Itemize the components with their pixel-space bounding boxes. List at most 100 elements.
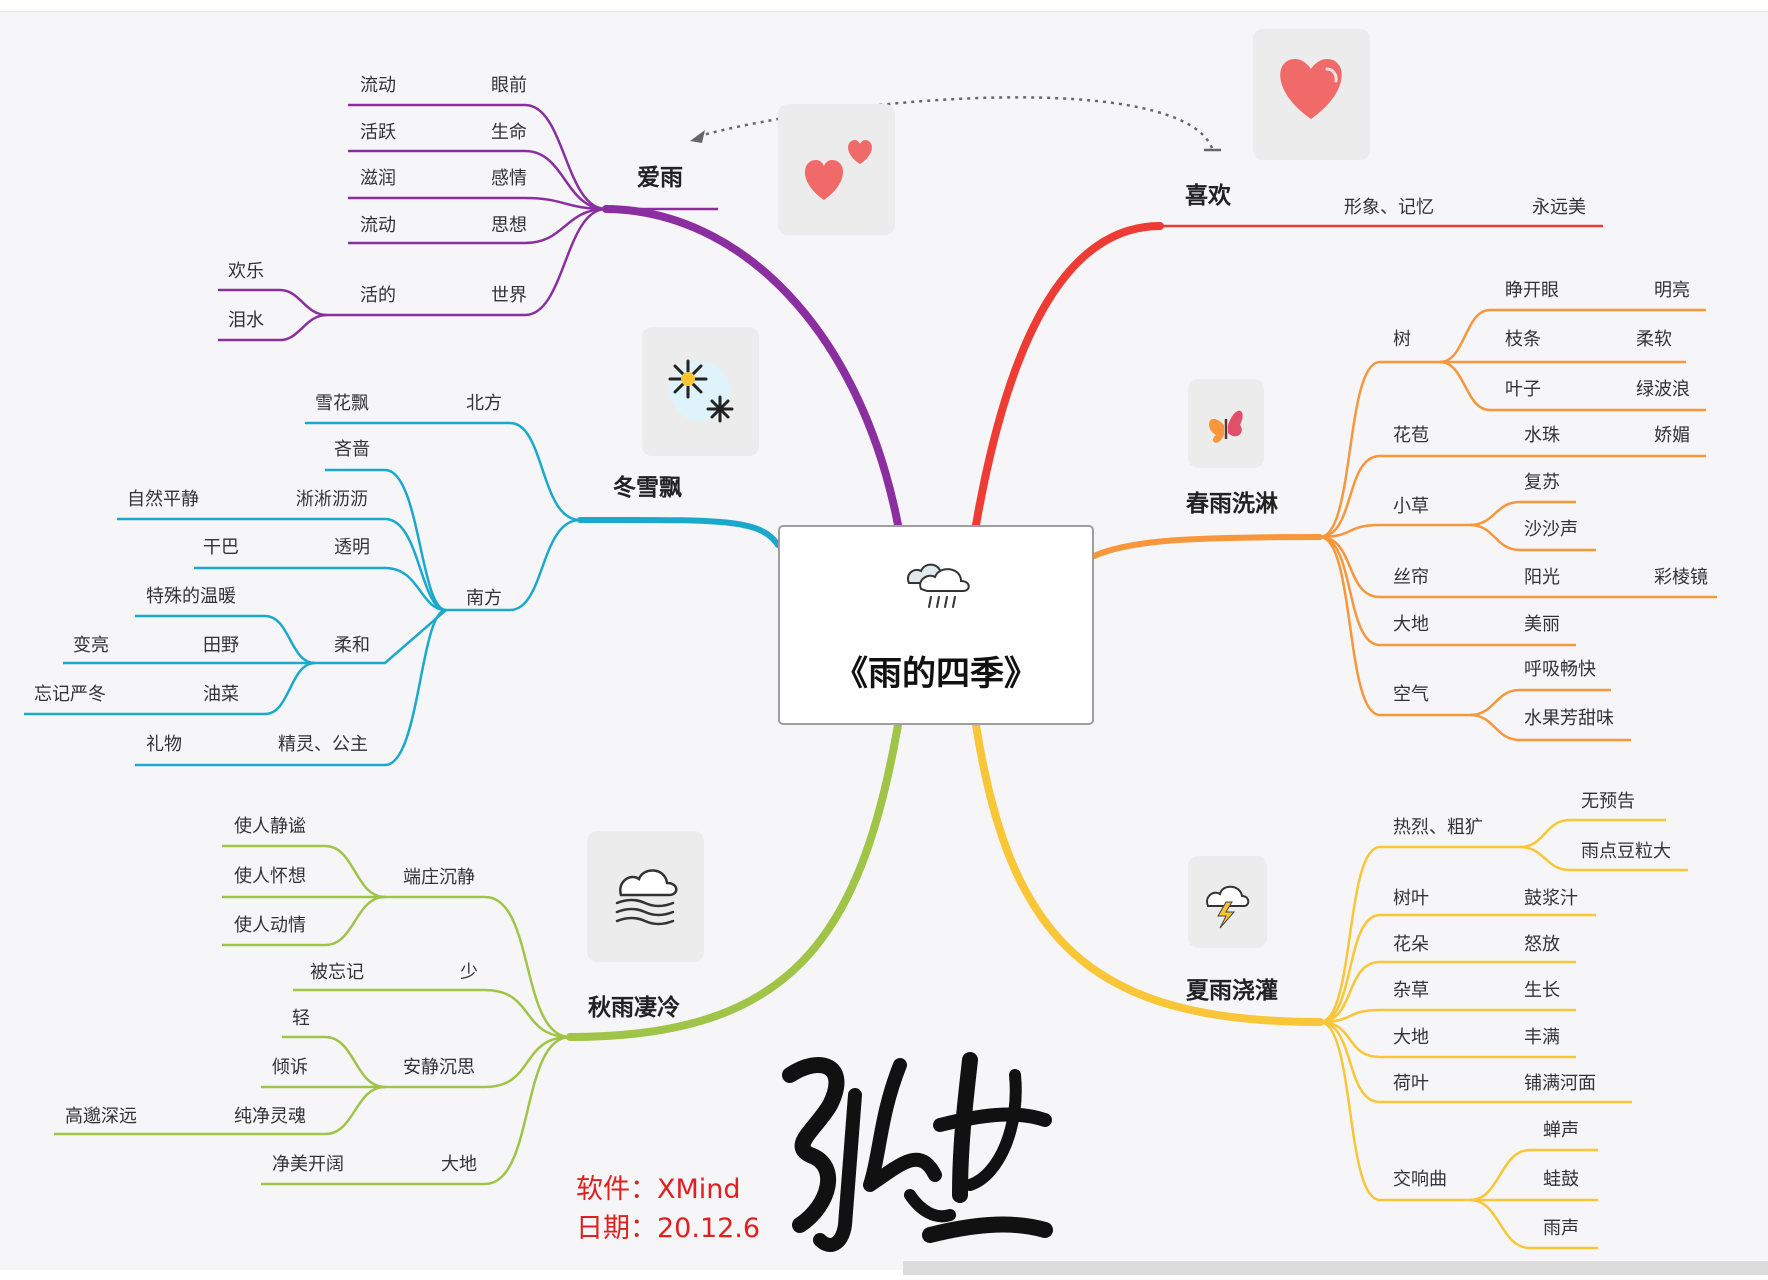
topic-love-r3a[interactable]: 滋润 <box>360 168 396 189</box>
topic-love-r5a[interactable]: 活的 <box>360 285 396 306</box>
topic-summer-e7c3[interactable]: 雨声 <box>1543 1218 1579 1239</box>
topic-like-r1a[interactable]: 形象、记忆 <box>1344 197 1434 218</box>
topic-autumn-d1[interactable]: 端庄沉静 <box>403 867 475 888</box>
topic-winter-s4c3b[interactable]: 忘记严冬 <box>34 684 106 705</box>
topic-winter-s1[interactable]: 吝啬 <box>334 439 370 460</box>
topic-autumn-d3c3b[interactable]: 高邈深远 <box>65 1106 137 1127</box>
topic-love-r3b[interactable]: 感情 <box>491 168 527 189</box>
topic-spring-tree-c1b[interactable]: 明亮 <box>1654 280 1690 301</box>
topic-spring-tree[interactable]: 树 <box>1393 329 1411 350</box>
topic-love-r2a[interactable]: 活跃 <box>360 122 396 143</box>
topic-spring-air-c2[interactable]: 水果芳甜味 <box>1524 708 1614 729</box>
love-rain-icon-card[interactable] <box>778 104 895 235</box>
topic-spring-bud[interactable]: 花苞 <box>1393 425 1429 446</box>
horizontal-scrollbar[interactable] <box>903 1261 1768 1275</box>
topic-summer-e4a[interactable]: 生长 <box>1524 980 1560 1001</box>
topic-summer-e7c2[interactable]: 蛙鼓 <box>1543 1169 1579 1190</box>
topic-winter-s2a[interactable]: 淅淅沥沥 <box>296 489 368 510</box>
topic-winter-s4c3a[interactable]: 油菜 <box>203 684 239 705</box>
topic-autumn-d2[interactable]: 少 <box>460 962 478 983</box>
topic-spring-curtain[interactable]: 丝帘 <box>1393 567 1429 588</box>
topic-love-r1a[interactable]: 流动 <box>360 75 396 96</box>
topic-winter-s5b[interactable]: 礼物 <box>146 734 182 755</box>
topic-summer-e4[interactable]: 杂草 <box>1393 980 1429 1001</box>
topic-spring-air[interactable]: 空气 <box>1393 684 1429 705</box>
topic-spring-curtain-a[interactable]: 阳光 <box>1524 567 1560 588</box>
topic-love-r4b[interactable]: 思想 <box>491 215 527 236</box>
topic-spring-tree-c2a[interactable]: 枝条 <box>1505 329 1541 350</box>
topic-love-r1b[interactable]: 眼前 <box>491 75 527 96</box>
topic-winter-south[interactable]: 南方 <box>466 588 502 609</box>
topic-summer-e6a[interactable]: 铺满河面 <box>1524 1073 1596 1094</box>
topic-autumn-d4[interactable]: 大地 <box>441 1154 477 1175</box>
topic-spring-tree-c3a[interactable]: 叶子 <box>1505 379 1541 400</box>
topic-autumn-d2a[interactable]: 被忘记 <box>310 962 364 983</box>
topic-summer-e1[interactable]: 热烈、粗犷 <box>1393 817 1483 838</box>
topic-summer-e2a[interactable]: 鼓浆汁 <box>1524 888 1578 909</box>
spring-lines <box>1319 308 1717 742</box>
topic-winter-s4a[interactable]: 柔和 <box>334 635 370 656</box>
topic-winter-north-a[interactable]: 雪花飘 <box>315 393 369 414</box>
topic-summer-e7[interactable]: 交响曲 <box>1393 1169 1447 1190</box>
topic-spring-curtain-b[interactable]: 彩棱镜 <box>1654 567 1708 588</box>
topic-spring-earth[interactable]: 大地 <box>1393 614 1429 635</box>
topic-autumn-d4a[interactable]: 净美开阔 <box>272 1154 344 1175</box>
topic-love-r5c2[interactable]: 泪水 <box>228 310 264 331</box>
topic-spring-grass-c1[interactable]: 复苏 <box>1524 472 1560 493</box>
branch-autumn[interactable]: 秋雨凄冷 <box>588 995 680 1021</box>
topic-spring-tree-c2b[interactable]: 柔软 <box>1636 329 1672 350</box>
topic-autumn-d1c1[interactable]: 使人静谧 <box>234 816 306 837</box>
topic-spring-grass-c2[interactable]: 沙沙声 <box>1524 519 1578 540</box>
topic-summer-e3a[interactable]: 怒放 <box>1524 934 1560 955</box>
topic-winter-s2b[interactable]: 自然平静 <box>127 489 199 510</box>
topic-autumn-d1c3[interactable]: 使人动情 <box>234 915 306 936</box>
topic-spring-grass[interactable]: 小草 <box>1393 496 1429 517</box>
branch-like[interactable]: 喜欢 <box>1185 183 1231 209</box>
topic-spring-bud-b[interactable]: 娇媚 <box>1654 425 1690 446</box>
topic-autumn-d3c2[interactable]: 倾诉 <box>272 1057 308 1078</box>
like-icon-card[interactable] <box>1253 29 1370 160</box>
trunk-summer <box>972 721 1324 1026</box>
topic-love-r5c1[interactable]: 欢乐 <box>228 261 264 282</box>
topic-autumn-d1c2[interactable]: 使人怀想 <box>234 866 306 887</box>
topic-like-r1b[interactable]: 永远美 <box>1532 197 1586 218</box>
spring-icon-card[interactable] <box>1188 379 1264 468</box>
topic-summer-e3[interactable]: 花朵 <box>1393 934 1429 955</box>
topic-autumn-d3c3a[interactable]: 纯净灵魂 <box>234 1106 306 1127</box>
topic-winter-s4c1[interactable]: 特殊的温暖 <box>146 586 236 607</box>
topic-summer-e7c1[interactable]: 蝉声 <box>1543 1120 1579 1141</box>
topic-autumn-d3c1[interactable]: 轻 <box>292 1008 310 1029</box>
topic-spring-bud-a[interactable]: 水珠 <box>1524 425 1560 446</box>
topic-spring-tree-c1a[interactable]: 睁开眼 <box>1505 280 1559 301</box>
topic-spring-air-c1[interactable]: 呼吸畅快 <box>1524 659 1596 680</box>
topic-summer-e6[interactable]: 荷叶 <box>1393 1073 1429 1094</box>
topic-winter-s3b[interactable]: 干巴 <box>203 537 239 558</box>
winter-icon-card[interactable] <box>642 327 759 456</box>
branch-love-rain[interactable]: 爱雨 <box>637 165 683 191</box>
topic-love-r2b[interactable]: 生命 <box>491 122 527 143</box>
topic-spring-tree-c3b[interactable]: 绿波浪 <box>1636 379 1690 400</box>
topic-love-r4a[interactable]: 流动 <box>360 215 396 236</box>
topic-winter-s3a[interactable]: 透明 <box>334 537 370 558</box>
topic-summer-e1c1[interactable]: 无预告 <box>1581 791 1635 812</box>
topic-summer-e5a[interactable]: 丰满 <box>1524 1027 1560 1048</box>
trunk-love-rain <box>602 205 902 529</box>
topic-winter-s4c2a[interactable]: 田野 <box>203 635 239 656</box>
autumn-icon-card[interactable] <box>587 831 704 962</box>
branch-winter[interactable]: 冬雪飘 <box>613 475 682 501</box>
topic-summer-e1c2[interactable]: 雨点豆粒大 <box>1581 841 1671 862</box>
topic-autumn-d3[interactable]: 安静沉思 <box>403 1057 475 1078</box>
branch-summer[interactable]: 夏雨浇灌 <box>1186 978 1278 1004</box>
topic-winter-north[interactable]: 北方 <box>466 393 502 414</box>
topic-summer-e2[interactable]: 树叶 <box>1393 888 1429 909</box>
topic-summer-e5[interactable]: 大地 <box>1393 1027 1429 1048</box>
trunk-autumn <box>566 721 902 1041</box>
branch-spring[interactable]: 春雨洗淋 <box>1186 491 1278 517</box>
central-topic[interactable]: 《雨的四季》 <box>778 525 1094 725</box>
topic-winter-s4c2b[interactable]: 变亮 <box>73 635 109 656</box>
topic-winter-s5a[interactable]: 精灵、公主 <box>278 734 368 755</box>
topic-love-r5b[interactable]: 世界 <box>491 285 527 306</box>
software-note: 软件：XMind <box>576 1174 741 1205</box>
topic-spring-earth-a[interactable]: 美丽 <box>1524 614 1560 635</box>
summer-icon-card[interactable] <box>1188 856 1267 948</box>
